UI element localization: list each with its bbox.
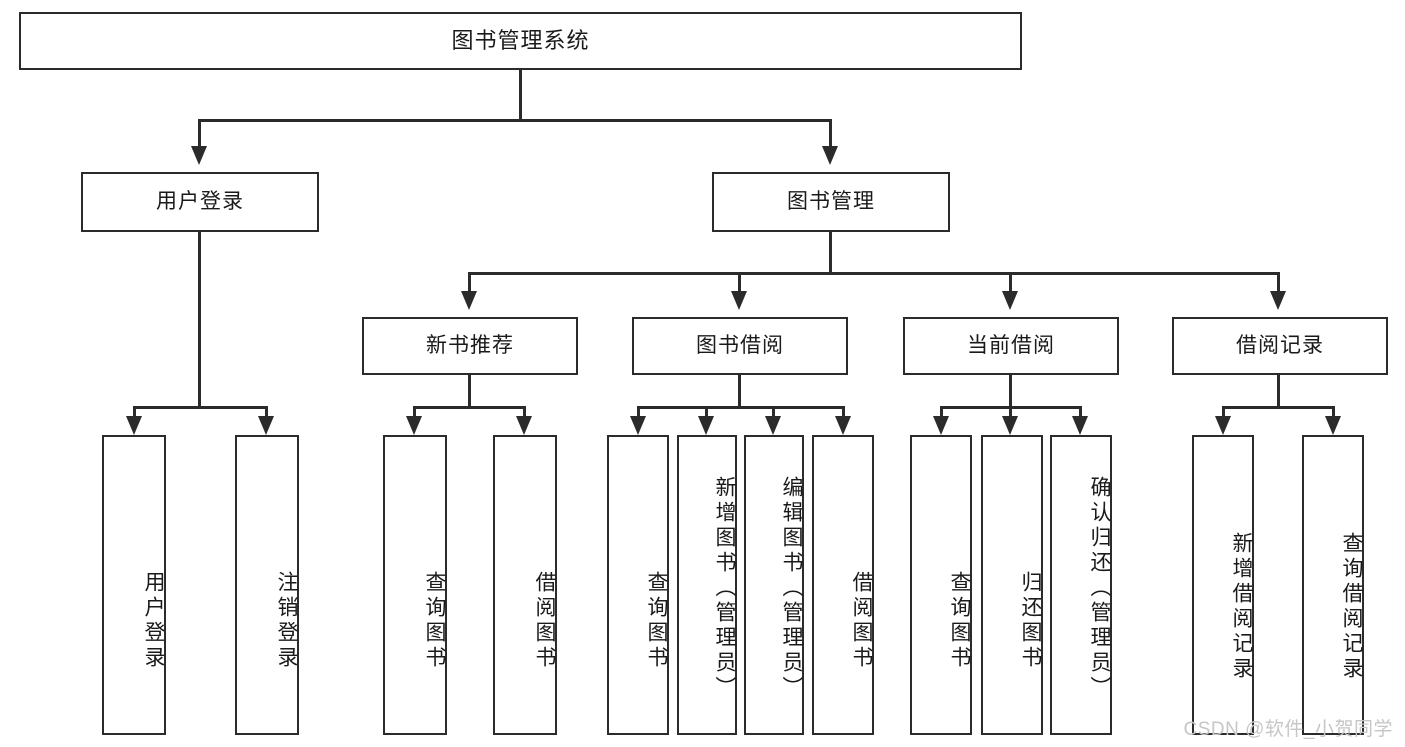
arrow-to-leaf-query-book-2 [630,416,646,435]
arrow-to-new-book-rec [461,291,477,310]
connector-current-borrow-drop-3 [1079,406,1082,417]
connector-root-drop-left [198,119,201,147]
arrow-to-leaf-query-book-1 [406,416,422,435]
arrow-root-to-user-login [191,146,207,165]
node-borrow-record[interactable]: 借阅记录 [1172,317,1388,375]
connector-root-stem [519,70,522,120]
connector-borrow-record-drop-1 [1222,406,1225,417]
node-leaf-user-login[interactable]: 用户登录 [102,435,166,735]
node-leaf-borrow-book-2-label: 借阅图书 [850,571,873,671]
connector-new-book-rec-bus [413,406,526,409]
arrow-to-leaf-add-book [698,416,714,435]
arrow-to-leaf-return-book [1002,416,1018,435]
arrow-to-leaf-query-record [1325,416,1341,435]
connector-book-manage-stem [829,232,832,274]
connector-borrow-record-drop-2 [1332,406,1335,417]
connector-book-manage-drop-4 [1277,272,1280,292]
arrow-to-leaf-borrow-book-2 [835,416,851,435]
node-book-borrow-label: 图书借阅 [696,333,784,357]
node-leaf-borrow-book-1-label: 借阅图书 [533,571,556,671]
arrow-to-leaf-borrow-book-1 [516,416,532,435]
connector-borrow-record-bus [1222,406,1335,409]
connector-new-book-rec-drop-2 [523,406,526,417]
connector-user-login-bus [133,406,268,409]
node-leaf-query-book-1[interactable]: 查询图书 [383,435,447,735]
connector-book-manage-bus [468,272,1280,275]
node-leaf-confirm-return[interactable]: 确认归还（管理员） [1050,435,1112,735]
node-leaf-query-book-2[interactable]: 查询图书 [607,435,669,735]
connector-user-login-drop-1 [133,406,136,417]
arrow-to-leaf-edit-book [765,416,781,435]
connector-book-manage-drop-2 [738,272,741,292]
node-book-manage[interactable]: 图书管理 [712,172,950,232]
connector-new-book-rec-drop-1 [413,406,416,417]
node-leaf-borrow-book-1[interactable]: 借阅图书 [493,435,557,735]
node-root[interactable]: 图书管理系统 [19,12,1022,70]
connector-borrow-record-stem [1277,375,1280,408]
node-leaf-user-logout[interactable]: 注销登录 [235,435,299,735]
node-current-borrow-label: 当前借阅 [967,333,1055,357]
node-leaf-borrow-book-2[interactable]: 借阅图书 [812,435,874,735]
node-root-label: 图书管理系统 [451,28,590,54]
node-leaf-query-record-label: 查询借阅记录 [1340,532,1363,682]
connector-book-borrow-drop-1 [637,406,640,417]
node-current-borrow[interactable]: 当前借阅 [903,317,1119,375]
arrow-to-leaf-confirm-return [1072,416,1088,435]
arrow-to-book-borrow [731,291,747,310]
node-borrow-record-label: 借阅记录 [1236,333,1324,357]
node-leaf-user-logout-label: 注销登录 [275,571,298,671]
node-leaf-query-book-3-label: 查询图书 [948,571,971,671]
node-leaf-return-book[interactable]: 归还图书 [981,435,1043,735]
connector-book-borrow-stem [738,375,741,408]
node-leaf-add-record[interactable]: 新增借阅记录 [1192,435,1254,735]
connector-user-login-stem [198,232,201,408]
node-user-login[interactable]: 用户登录 [81,172,319,232]
arrow-to-leaf-query-book-3 [933,416,949,435]
node-new-book-rec-label: 新书推荐 [426,333,514,357]
connector-book-borrow-drop-2 [705,406,708,417]
connector-book-borrow-drop-3 [772,406,775,417]
node-leaf-add-record-label: 新增借阅记录 [1230,532,1253,682]
arrow-to-borrow-record [1270,291,1286,310]
node-leaf-edit-book-label: 编辑图书（管理员） [780,475,803,701]
node-leaf-add-book[interactable]: 新增图书（管理员） [677,435,737,735]
connector-book-manage-drop-3 [1009,272,1012,292]
connector-root-bus [198,119,832,122]
node-leaf-edit-book[interactable]: 编辑图书（管理员） [744,435,804,735]
connector-current-borrow-stem [1009,375,1012,408]
node-new-book-rec[interactable]: 新书推荐 [362,317,578,375]
arrow-to-leaf-user-login [126,416,142,435]
node-leaf-query-book-1-label: 查询图书 [423,571,446,671]
node-leaf-add-book-label: 新增图书（管理员） [713,475,736,701]
connector-current-borrow-drop-2 [1009,406,1012,417]
arrow-to-leaf-add-record [1215,416,1231,435]
node-leaf-user-login-label: 用户登录 [142,571,165,671]
connector-user-login-drop-2 [265,406,268,417]
connector-book-borrow-bus [637,406,845,409]
arrow-root-to-book-manage [822,146,838,165]
node-leaf-return-book-label: 归还图书 [1019,571,1042,671]
arrow-to-leaf-user-logout [258,416,274,435]
node-user-login-label: 用户登录 [156,189,244,213]
connector-book-manage-drop-1 [468,272,471,292]
connector-new-book-rec-stem [468,375,471,408]
node-leaf-query-book-2-label: 查询图书 [645,571,668,671]
node-leaf-query-record[interactable]: 查询借阅记录 [1302,435,1364,735]
connector-root-drop-right [829,119,832,147]
arrow-to-current-borrow [1002,291,1018,310]
node-book-manage-label: 图书管理 [787,189,875,213]
node-leaf-query-book-3[interactable]: 查询图书 [910,435,972,735]
connector-book-borrow-drop-4 [842,406,845,417]
connector-current-borrow-drop-1 [940,406,943,417]
node-leaf-confirm-return-label: 确认归还（管理员） [1088,475,1111,701]
node-book-borrow[interactable]: 图书借阅 [632,317,848,375]
